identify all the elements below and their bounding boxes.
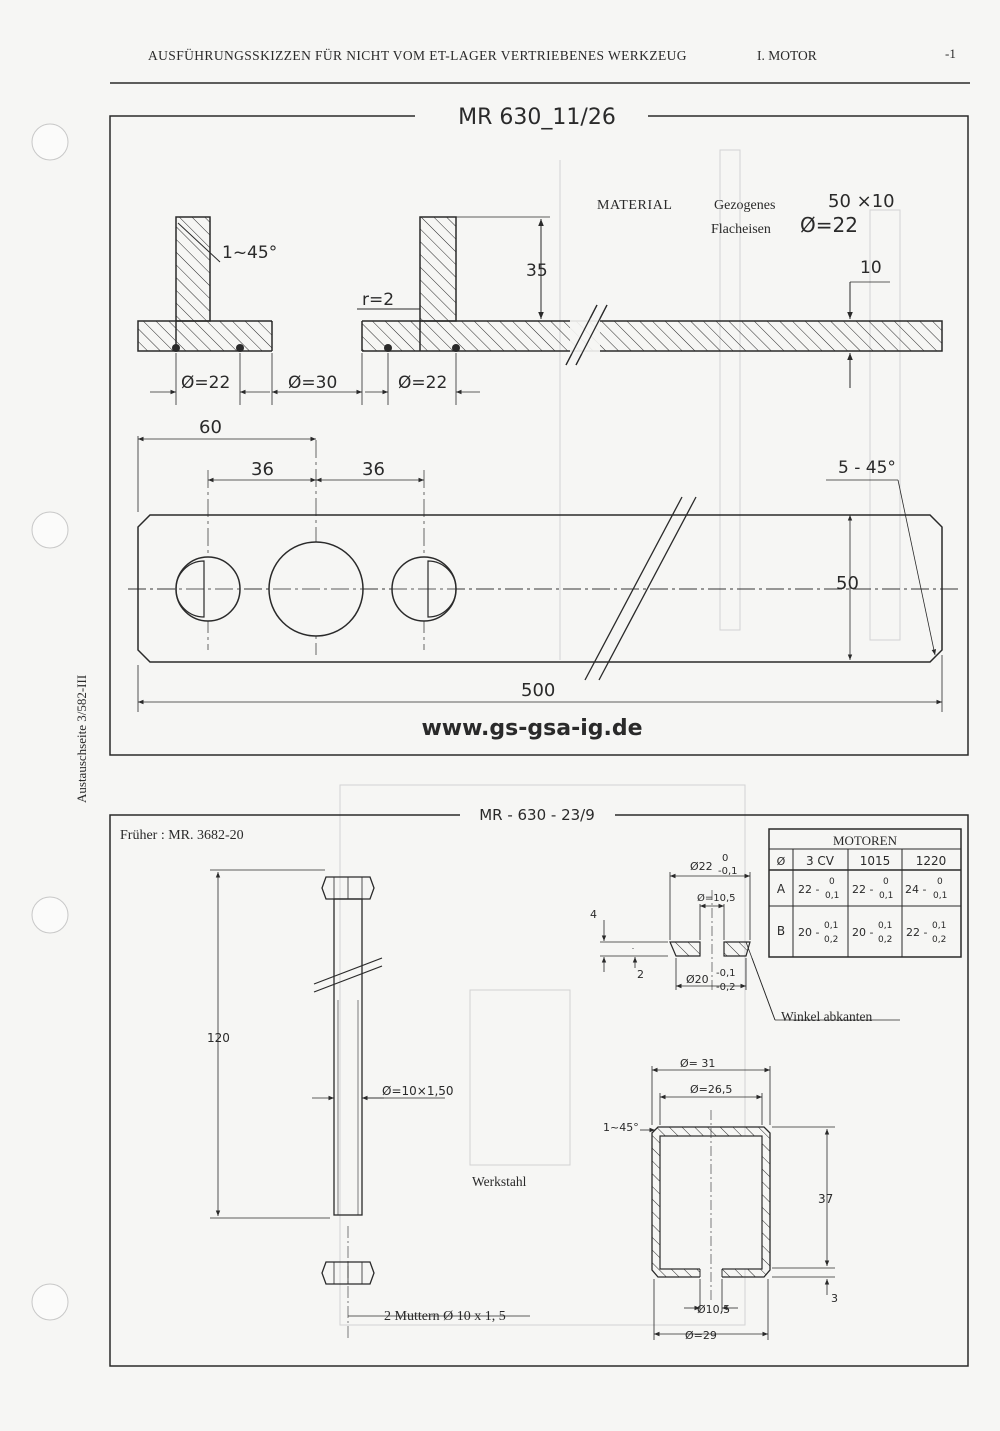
table-A-1015: 22 - xyxy=(852,883,873,896)
dim-height: 35 xyxy=(526,261,548,281)
table-B-1220-tol-bot: 0,2 xyxy=(932,935,946,945)
table-B-1220-tol-top: 0,1 xyxy=(932,921,946,931)
material-line1: Gezogenes xyxy=(714,198,775,213)
dim-thickness: 10 xyxy=(860,258,882,278)
material-werkstahl: Werkstahl xyxy=(472,1174,527,1189)
chamfer-leader xyxy=(177,222,221,263)
drawing1-title: MR 630_11/26 xyxy=(458,105,616,130)
watermark-url: www.gs-gsa-ig.de xyxy=(421,716,642,741)
bolt-dimensions xyxy=(210,869,530,1317)
dim-chamfer-plan: 5 - 45° xyxy=(838,458,896,478)
table-B-1015: 20 - xyxy=(852,926,873,939)
header-section: I. MOTOR xyxy=(757,48,817,63)
washer-base: Ø20 xyxy=(686,973,709,986)
washer-note: Winkel abkanten xyxy=(781,1009,873,1024)
dim-dia-mid: Ø=30 xyxy=(288,373,337,393)
diameter-dimensions xyxy=(150,353,480,405)
sleeve-section xyxy=(651,1110,771,1300)
drawing2-title: MR - 630 - 23/9 xyxy=(479,806,595,824)
washer-section xyxy=(669,890,751,990)
table-row-A-label: A xyxy=(777,882,786,896)
table-A-3cv: 22 - xyxy=(798,883,819,896)
table-row-B-label: B xyxy=(777,924,785,938)
sleeve-height: 37 xyxy=(818,1192,833,1206)
sleeve-id: Ø=26,5 xyxy=(690,1083,732,1096)
dim-60: 60 xyxy=(199,417,222,438)
table-A-1015-tol-bot: 0,1 xyxy=(879,891,893,901)
table-B-1220: 22 - xyxy=(906,926,927,939)
table-A-1015-tol-top: 0 xyxy=(883,877,889,887)
sleeve-chamfer: 1~45° xyxy=(603,1121,639,1134)
table-A-3cv-tol-bot: 0,1 xyxy=(825,891,839,901)
dim-dia-left: Ø=22 xyxy=(181,373,230,393)
dim-length: 500 xyxy=(521,680,555,701)
drawing-frame-2 xyxy=(109,814,969,1367)
chamfer-label: 1~45° xyxy=(222,243,277,263)
table-B-3cv-tol-top: 0,1 xyxy=(824,921,838,931)
table-header-3: 1220 xyxy=(916,854,947,868)
table-A-1220: 24 - xyxy=(905,883,926,896)
bleed-through-ghost xyxy=(339,149,901,1326)
bolt-thread: Ø=10×1,50 xyxy=(382,1084,454,1098)
sleeve-dimensions xyxy=(640,1066,835,1340)
table-A-1220-tol-top: 0 xyxy=(937,877,943,887)
previous-number: Früher : MR. 3682-20 xyxy=(120,828,244,843)
drawing-frame-1 xyxy=(109,115,969,756)
table-title: MOTOREN xyxy=(833,833,898,848)
table-A-1220-tol-bot: 0,1 xyxy=(933,891,947,901)
table-B-1015-tol-bot: 0,2 xyxy=(878,935,892,945)
motor-table xyxy=(768,828,962,958)
table-header-1: 3 CV xyxy=(806,854,835,868)
sleeve-base: 3 xyxy=(831,1292,838,1305)
washer-od-tol-bot: -0,1 xyxy=(718,866,738,877)
bolt xyxy=(313,876,383,1338)
washer-dim2: 2 xyxy=(637,968,644,981)
table-B-1015-tol-top: 0,1 xyxy=(878,921,892,931)
dim-dia-right: Ø=22 xyxy=(398,373,447,393)
material-line2: Flacheisen xyxy=(711,222,771,237)
washer-dim4: 4 xyxy=(590,908,597,921)
washer-base-tol-bot: -0,2 xyxy=(716,982,736,993)
material-size1: 50 ×10 xyxy=(828,191,895,212)
washer-dimensions xyxy=(600,872,900,1021)
dim-width: 50 xyxy=(836,573,859,594)
material-size2: Ø=22 xyxy=(800,213,858,237)
sleeve-od: Ø= 31 xyxy=(680,1057,715,1070)
part-section-view xyxy=(137,216,943,366)
washer-base-tol-top: -0,1 xyxy=(716,968,736,979)
table-B-3cv-tol-bot: 0,2 xyxy=(824,935,838,945)
dim-36b: 36 xyxy=(362,459,385,480)
nuts-label: 2 Muttern Ø 10 x 1, 5 xyxy=(384,1309,506,1324)
washer-od-tol-top: 0 xyxy=(722,853,728,864)
punch-holes xyxy=(31,123,69,1321)
header-title: AUSFÜHRUNGSSKIZZEN FÜR NICHT VOM ET-LAGE… xyxy=(148,48,687,63)
radius-label: r=2 xyxy=(362,290,394,310)
material-label: MATERIAL xyxy=(597,198,673,213)
dim-36a: 36 xyxy=(251,459,274,480)
washer-od: Ø22 xyxy=(690,860,713,873)
plan-dimensions xyxy=(137,436,943,712)
table-header-0: Ø xyxy=(777,855,786,868)
washer-id: Ø=10,5 xyxy=(697,892,736,904)
sleeve-hole: Ø10,5 xyxy=(697,1303,730,1316)
sleeve-bottom: Ø=29 xyxy=(685,1329,717,1342)
part-plan-view xyxy=(128,440,960,681)
table-B-3cv: 20 - xyxy=(798,926,819,939)
header-page-number: -1 xyxy=(945,46,956,61)
table-A-3cv-tol-top: 0 xyxy=(829,877,835,887)
bolt-length: 120 xyxy=(207,1031,230,1045)
table-header-2: 1015 xyxy=(860,854,891,868)
side-label: Austauschseite 3/582-III xyxy=(74,675,89,803)
